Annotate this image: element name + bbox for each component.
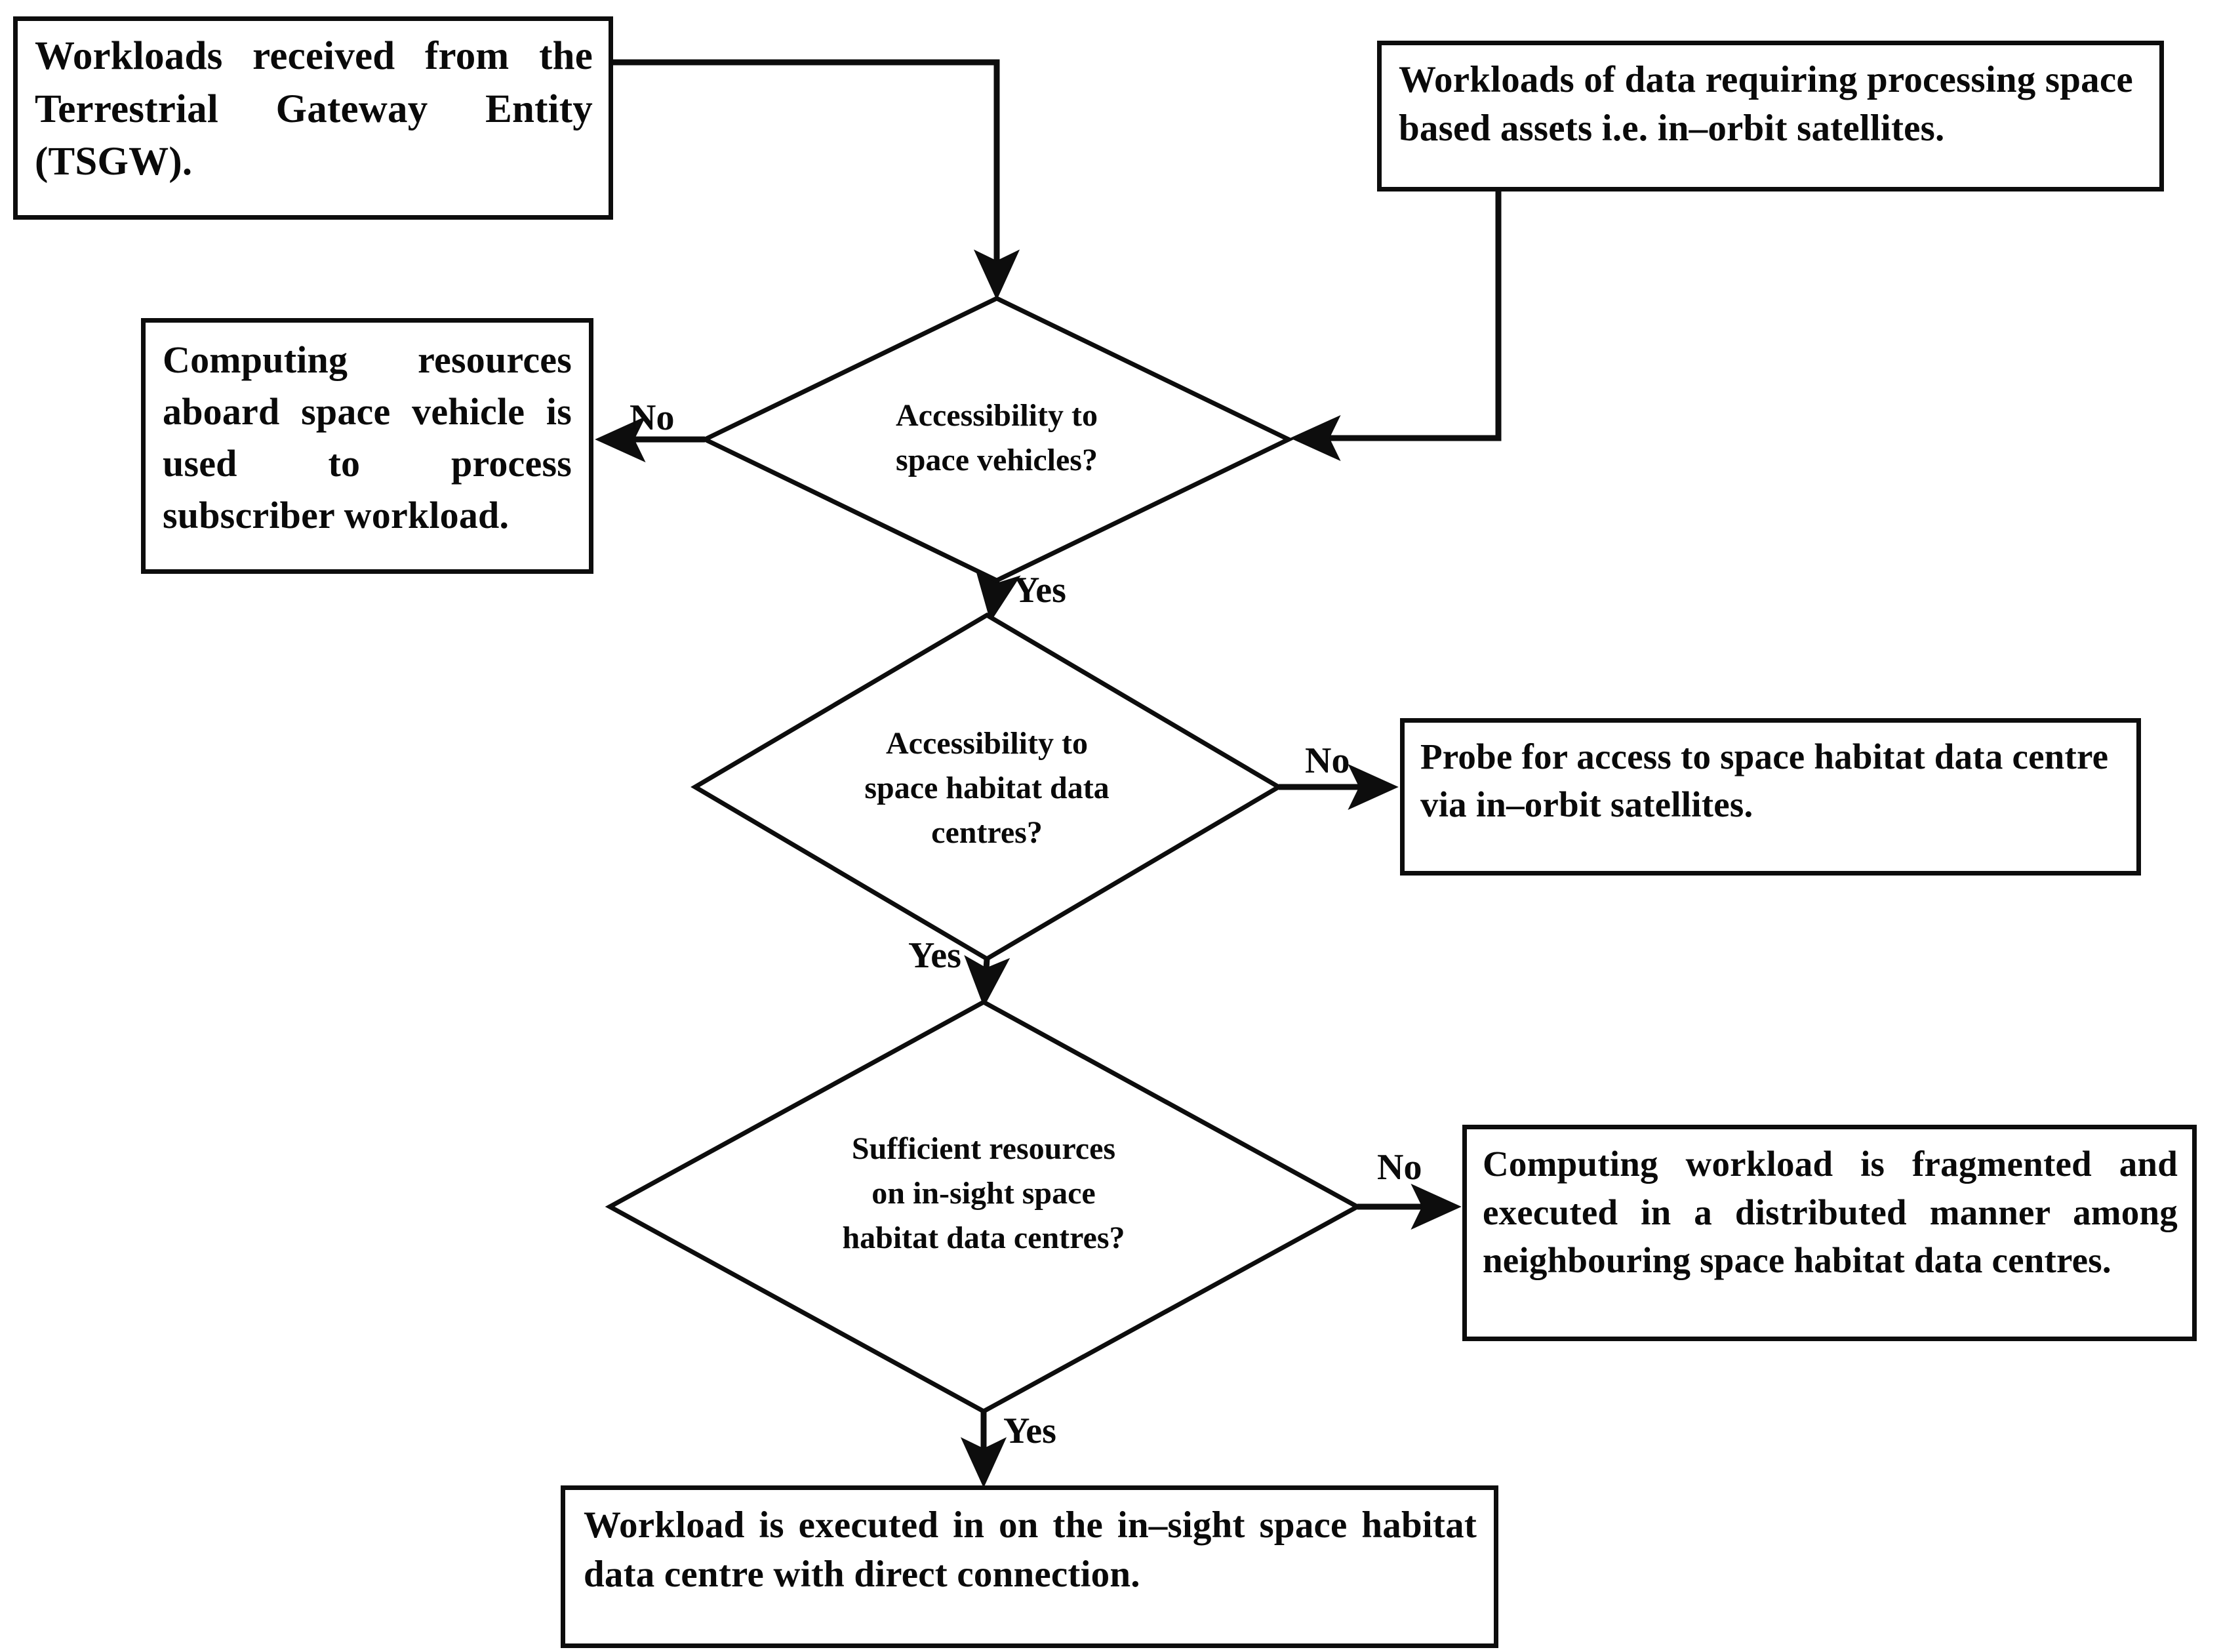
decision-space-vehicles-label: Accessibility to space vehicles? bbox=[787, 393, 1207, 483]
process-box-fragmented-distributed-execution-text: Computing workload is fragmented and exe… bbox=[1483, 1144, 2178, 1281]
decision-space-vehicles-line2: space vehicles? bbox=[896, 443, 1098, 478]
edge-label-yes-sufficient-resources: Yes bbox=[1003, 1411, 1056, 1451]
decision-sufficient-resources-line2: on in-sight space bbox=[871, 1176, 1096, 1211]
edge-label-yes-habitat-access: Yes bbox=[908, 935, 961, 976]
decision-sufficient-resources-line3: habitat data centres? bbox=[842, 1220, 1125, 1256]
edge-decision1-yes-to-decision2 bbox=[975, 568, 1021, 622]
process-box-probe-for-access-text: Probe for access to space habitat data c… bbox=[1420, 736, 2109, 824]
decision-habitat-access-line3: centres? bbox=[931, 815, 1043, 851]
decision-habitat-access-label: Accessibility to space habitat data cent… bbox=[774, 721, 1200, 855]
process-box-fragmented-distributed-execution: Computing workload is fragmented and exe… bbox=[1462, 1125, 2197, 1341]
decision-habitat-access-shape bbox=[690, 612, 1283, 962]
decision-habitat-access-line1: Accessibility to bbox=[886, 726, 1088, 761]
process-box-onboard-computing-resources: Computing resources aboard space vehicle… bbox=[141, 318, 593, 574]
process-box-workloads-space-assets-text: Workloads of data requiring processing s… bbox=[1399, 59, 2133, 150]
edge-tsgw-to-decision1 bbox=[613, 59, 1020, 300]
process-box-workload-executed-final: Workload is executed in on the in–sight … bbox=[561, 1485, 1498, 1648]
process-box-workload-executed-final-text: Workload is executed in on the in–sight … bbox=[584, 1504, 1477, 1596]
process-box-probe-for-access: Probe for access to space habitat data c… bbox=[1400, 718, 2141, 876]
edge-assets-to-decision1 bbox=[1290, 191, 1502, 462]
decision-habitat-access-line2: space habitat data bbox=[864, 771, 1110, 806]
process-box-workloads-from-tsgw: Workloads received from the Terrestrial … bbox=[13, 16, 613, 220]
edge-label-no-space-vehicles: No bbox=[630, 397, 675, 438]
edge-label-yes-space-vehicles: Yes bbox=[1013, 570, 1066, 611]
process-box-onboard-computing-resources-text: Computing resources aboard space vehicle… bbox=[163, 338, 572, 536]
edge-decision2-yes-to-decision3 bbox=[964, 955, 1010, 1007]
decision-sufficient-resources-label: Sufficient resources on in-sight space h… bbox=[761, 1127, 1207, 1260]
decision-space-vehicles-shape bbox=[699, 296, 1294, 583]
edge-label-no-sufficient-resources: No bbox=[1377, 1147, 1422, 1188]
decision-sufficient-resources-shape bbox=[605, 999, 1363, 1414]
decision-space-vehicles-line1: Accessibility to bbox=[896, 398, 1098, 433]
decision-sufficient-resources-line1: Sufficient resources bbox=[851, 1131, 1116, 1166]
process-box-workloads-space-assets: Workloads of data requiring processing s… bbox=[1377, 41, 2164, 191]
edge-label-no-habitat-access: No bbox=[1305, 740, 1350, 781]
process-box-workloads-from-tsgw-text: Workloads received from the Terrestrial … bbox=[35, 34, 593, 184]
